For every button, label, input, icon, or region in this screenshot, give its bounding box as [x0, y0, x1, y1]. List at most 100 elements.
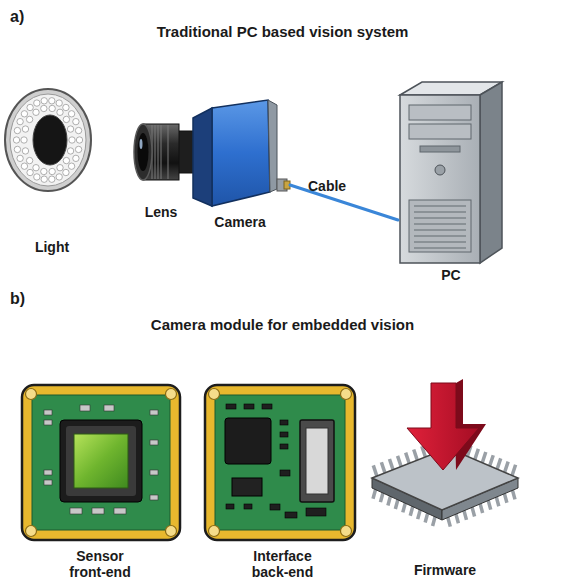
panel-heading: Camera module for embedded vision	[0, 316, 565, 333]
led-dot	[27, 169, 33, 175]
smd-component	[92, 508, 104, 514]
vent-slot	[414, 241, 466, 243]
memory-chip	[232, 478, 262, 496]
cable-label: Cable	[308, 178, 346, 194]
smd-component	[244, 404, 254, 409]
smd-component	[280, 420, 288, 425]
pc-tower	[400, 82, 502, 263]
chip-pin	[505, 463, 508, 472]
cable-plug	[284, 181, 290, 189]
led-dot	[27, 104, 33, 110]
led-dot	[14, 127, 20, 133]
chip-pin	[414, 451, 417, 460]
smd-component	[226, 404, 236, 409]
processor-chip	[225, 418, 271, 464]
led-dot	[76, 137, 82, 143]
led-dot	[69, 137, 75, 143]
led-dot	[26, 116, 32, 122]
led-dot	[21, 111, 27, 117]
vent-slot	[414, 223, 466, 225]
module-board: Sensor front-end	[15, 380, 185, 580]
led-dot	[56, 174, 62, 180]
smd-component	[150, 470, 158, 475]
camera-part: Camera	[190, 95, 290, 230]
smd-component	[114, 508, 126, 514]
led-dot	[63, 116, 69, 122]
sensor-chip	[60, 420, 142, 502]
chip-pin	[406, 454, 409, 463]
smd-component	[104, 405, 114, 411]
pcb	[32, 395, 170, 530]
led-dot	[68, 111, 74, 117]
led-dot	[26, 157, 32, 163]
smd-component	[280, 444, 288, 449]
camera-body	[193, 100, 290, 206]
led-dot	[21, 137, 27, 143]
pc-side	[480, 82, 502, 263]
board-frame	[205, 385, 355, 540]
led-dot	[33, 109, 39, 115]
panel-heading: Traditional PC based vision system	[0, 23, 565, 40]
vent-panel	[409, 200, 471, 252]
lens-glass	[138, 133, 149, 171]
chip-pin	[390, 461, 393, 470]
chip-pin	[374, 467, 377, 476]
part-label: PC	[406, 267, 496, 283]
led-dot	[41, 176, 47, 182]
part-label: Sensor front-end	[60, 548, 140, 580]
led-dot	[17, 118, 23, 124]
arrow-shade	[455, 379, 486, 470]
led-dot	[49, 176, 55, 182]
led-dot	[22, 126, 28, 132]
led-dot	[75, 127, 81, 133]
lens-part: Lens	[130, 112, 192, 220]
panel-letter: b)	[10, 290, 40, 308]
led-dot	[56, 100, 62, 106]
led-dot	[14, 146, 20, 152]
ring-light	[5, 89, 91, 191]
led-dot	[63, 169, 69, 175]
smd-component	[44, 410, 52, 415]
focus-ring	[168, 125, 169, 179]
mounting-hole	[26, 389, 37, 400]
power-button	[435, 165, 445, 175]
chip-pin	[490, 457, 493, 466]
led-dot	[68, 163, 74, 169]
smd-component	[262, 404, 272, 409]
smd-component	[70, 508, 82, 514]
chip-pin	[497, 460, 500, 469]
smd-component	[44, 405, 158, 514]
board-connector	[300, 420, 334, 502]
pcb	[215, 395, 345, 530]
led-dot	[34, 174, 40, 180]
mounting-hole	[26, 526, 37, 537]
board-frame	[22, 385, 180, 540]
pc-part: PC	[398, 78, 504, 283]
smd-component	[226, 504, 234, 509]
chip-pin	[482, 454, 485, 463]
focus-ring	[152, 125, 168, 179]
camera-side	[212, 100, 270, 206]
mounting-hole	[166, 389, 177, 400]
image-sensor	[74, 434, 128, 488]
board-connector	[306, 428, 328, 494]
drive-bay	[409, 105, 471, 120]
firmware-part: Firmware	[365, 378, 525, 578]
smd-component	[285, 512, 297, 518]
vent-slot	[414, 229, 466, 231]
smd-component	[244, 504, 252, 509]
vent-slot	[414, 206, 466, 248]
led-dot	[63, 104, 69, 110]
part-label: Interface back-end	[238, 548, 328, 580]
mounting-hole	[341, 526, 352, 537]
camera-back	[268, 100, 277, 192]
light-part: Light	[2, 85, 102, 255]
led-dot	[49, 168, 55, 174]
download-arrow	[407, 383, 479, 470]
led-dot	[57, 165, 63, 171]
smd-component	[226, 404, 326, 518]
